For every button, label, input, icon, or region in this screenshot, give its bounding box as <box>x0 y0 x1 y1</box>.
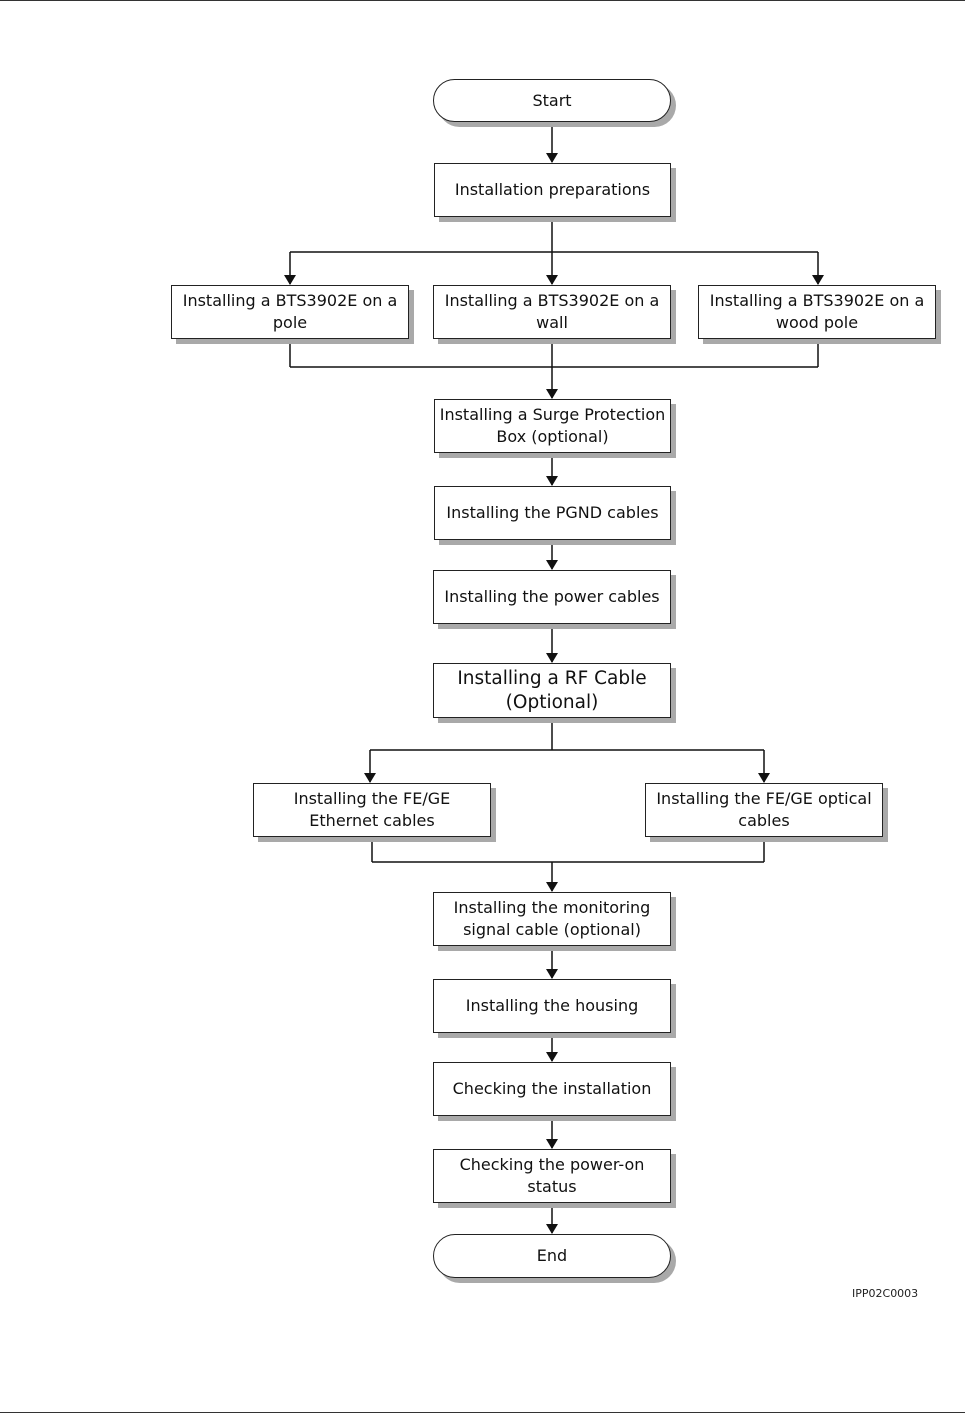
step-install-power-cables: Installing the power cables <box>433 570 671 624</box>
footer-rule <box>0 1412 965 1413</box>
step-install-on-wall: Installing a BTS3902E on a wall <box>433 285 671 339</box>
step-label: Installing a BTS3902E on a wood pole <box>709 291 925 332</box>
step-label: Installing the power cables <box>444 587 660 606</box>
step-install-monitoring-cable: Installing the monitoring signal cable (… <box>433 892 671 946</box>
step-label: Installing a RF Cable (Optional) <box>457 667 647 713</box>
step-install-optical-cables: Installing the FE/GE optical cables <box>645 783 883 837</box>
step-installation-preparations: Installation preparations <box>434 163 671 217</box>
end-terminal: End <box>433 1234 671 1278</box>
step-install-rf-cable: Installing a RF Cable (Optional) <box>433 663 671 718</box>
step-label: Installing a BTS3902E on a pole <box>182 291 398 332</box>
step-install-on-wood-pole: Installing a BTS3902E on a wood pole <box>698 285 936 339</box>
step-check-installation: Checking the installation <box>433 1062 671 1116</box>
step-install-housing: Installing the housing <box>433 979 671 1033</box>
header-rule <box>0 0 965 1</box>
step-check-power-on-status: Checking the power-on status <box>433 1149 671 1203</box>
step-label: Installing the housing <box>465 996 639 1015</box>
step-label: Installing the FE/GE Ethernet cables <box>293 789 451 830</box>
step-label: Installing a Surge Protection Box (optio… <box>439 405 666 446</box>
figure-id: IPP02C0003 <box>852 1287 919 1300</box>
end-label: End <box>536 1246 568 1265</box>
step-install-surge-protection-box: Installing a Surge Protection Box (optio… <box>434 399 671 453</box>
step-label: Installing a BTS3902E on a wall <box>444 291 660 332</box>
step-label: Checking the power-on status <box>459 1155 645 1196</box>
step-install-pgnd-cables: Installing the PGND cables <box>434 486 671 540</box>
start-terminal: Start <box>433 79 671 122</box>
step-label: Installing the FE/GE optical cables <box>656 789 872 830</box>
step-label: Installing the monitoring signal cable (… <box>453 898 651 939</box>
step-label: Installation preparations <box>454 180 651 199</box>
step-label: Checking the installation <box>452 1079 652 1098</box>
step-install-ethernet-cables: Installing the FE/GE Ethernet cables <box>253 783 491 837</box>
step-label: Installing the PGND cables <box>446 503 659 522</box>
step-install-on-pole: Installing a BTS3902E on a pole <box>171 285 409 339</box>
start-label: Start <box>532 90 572 110</box>
